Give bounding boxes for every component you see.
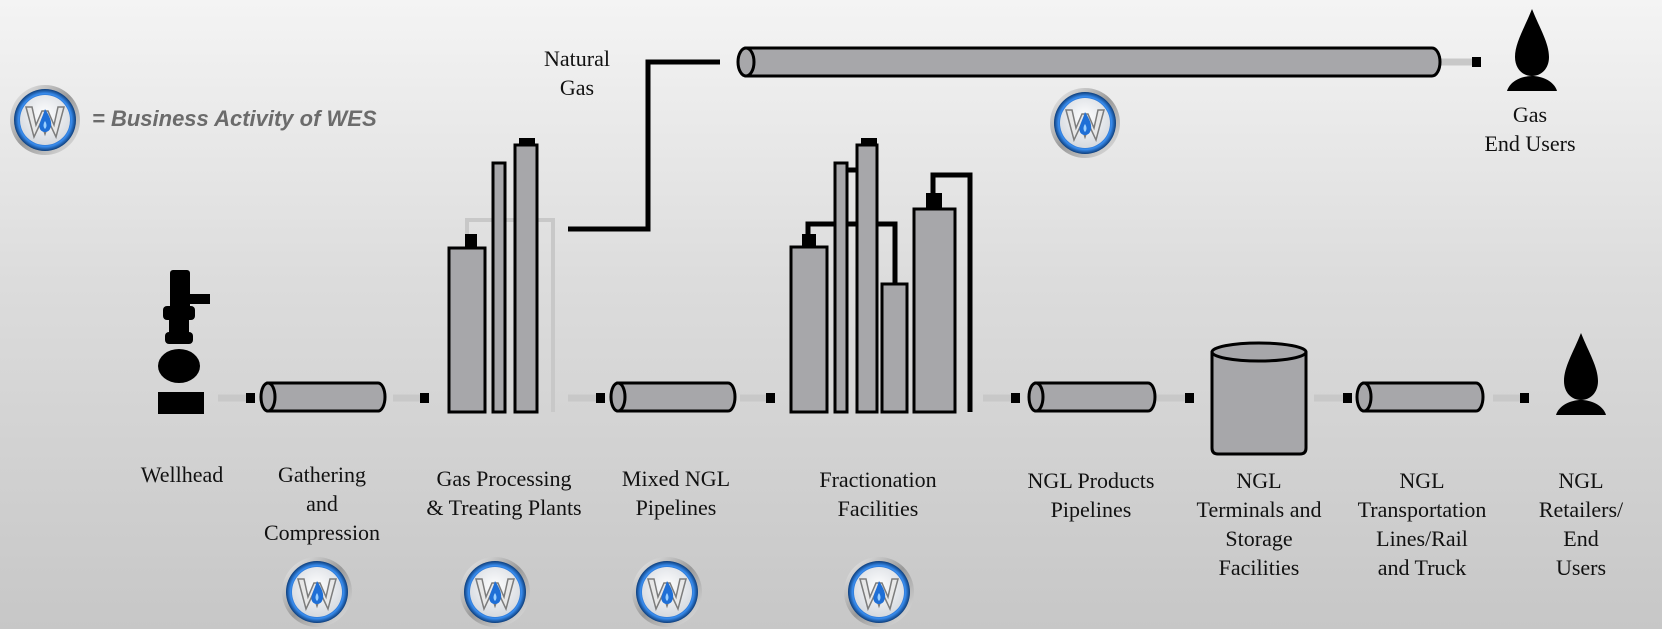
legend-label: = Business Activity of WES [92,106,377,131]
natural-gas-pipeline-icon [736,46,1442,78]
stage-label-fractionation: Fractionation Facilities [819,467,937,521]
fractionation-facility-icon [789,138,973,414]
ngl-transport-pipe-icon [1355,381,1485,413]
ngl-flame-icon [1556,333,1606,415]
natural-gas-label: Natural Gas [544,46,610,100]
gas-processing-plant-icon [447,138,555,414]
gas-end-users-label: Gas End Users [1484,102,1576,156]
flow-connectors [218,57,1529,403]
wes-logo-icon [9,84,81,156]
wellhead-icon [158,270,210,414]
stage-label-mixed-ngl: Mixed NGL Pipelines [621,466,731,520]
stage-label-ngl-transport: NGL Transportation Lines/Rail and Truck [1357,468,1487,580]
wes-logo-icon [843,556,915,628]
stage-label-ngl-retailers: NGL Retailers/ End Users [1538,468,1624,580]
ngl-products-pipe-icon [1027,381,1157,413]
stage-label-ngl-products: NGL Products Pipelines [1027,468,1155,522]
wes-logo-icon [631,556,703,628]
gathering-pipe-icon [259,381,387,413]
mixed-ngl-pipe-icon [609,381,737,413]
gas-flame-icon [1507,9,1557,91]
wes-logo-icon [1049,87,1121,159]
stage-label-ngl-terminals: NGL Terminals and Storage Facilities [1196,468,1322,580]
stage-label-wellhead: Wellhead [140,462,224,487]
storage-tank-icon [1210,341,1308,456]
stage-label-gathering: Gathering and Compression [263,462,381,545]
stage-label-gas-processing: Gas Processing & Treating Plants [426,466,582,520]
wes-logo-icon [281,556,353,628]
natural-gas-line [568,59,720,232]
wes-logo-icon [459,556,531,628]
